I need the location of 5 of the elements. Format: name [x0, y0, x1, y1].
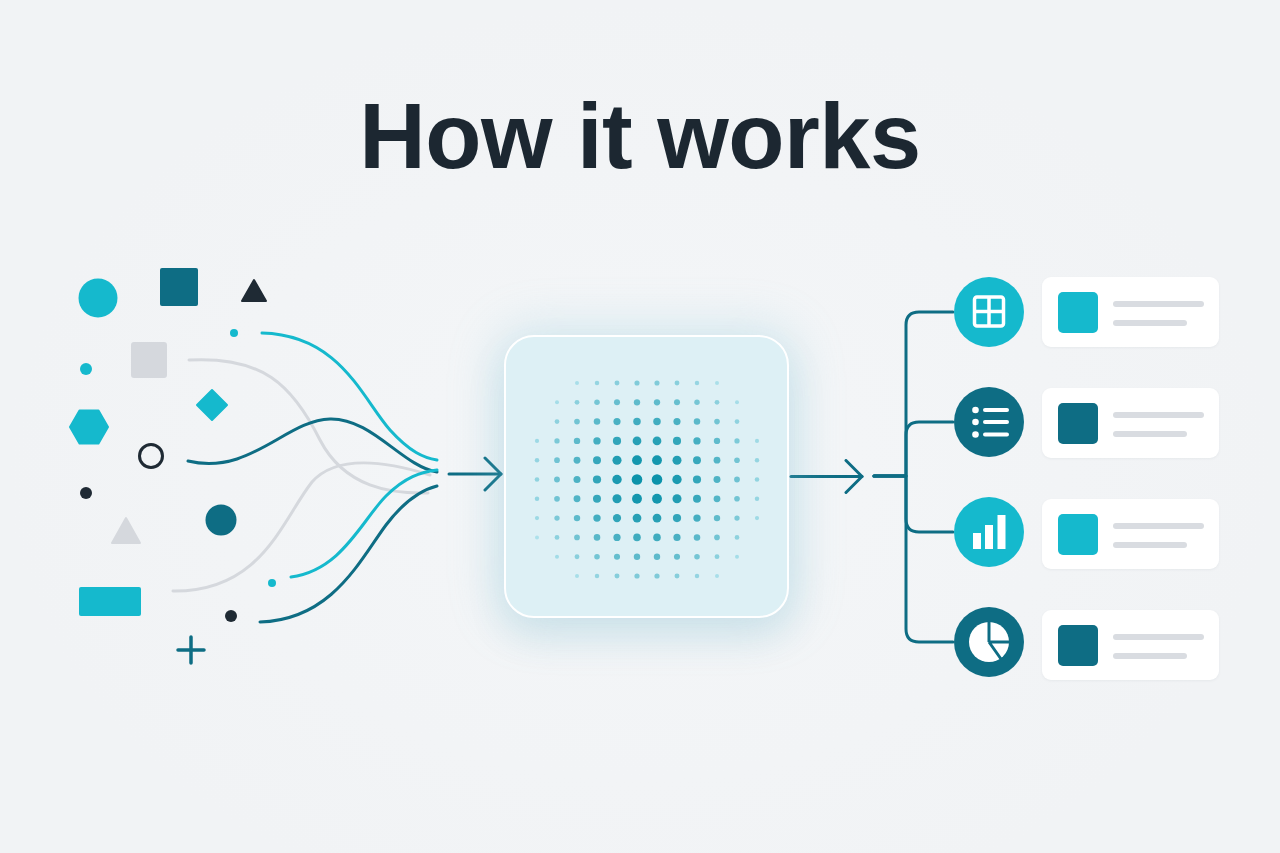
dot-matrix-panel: [504, 335, 789, 618]
arrow: [447, 456, 503, 492]
title: How it works: [359, 90, 921, 182]
connector-line: [872, 474, 955, 644]
arrow: [789, 459, 864, 494]
